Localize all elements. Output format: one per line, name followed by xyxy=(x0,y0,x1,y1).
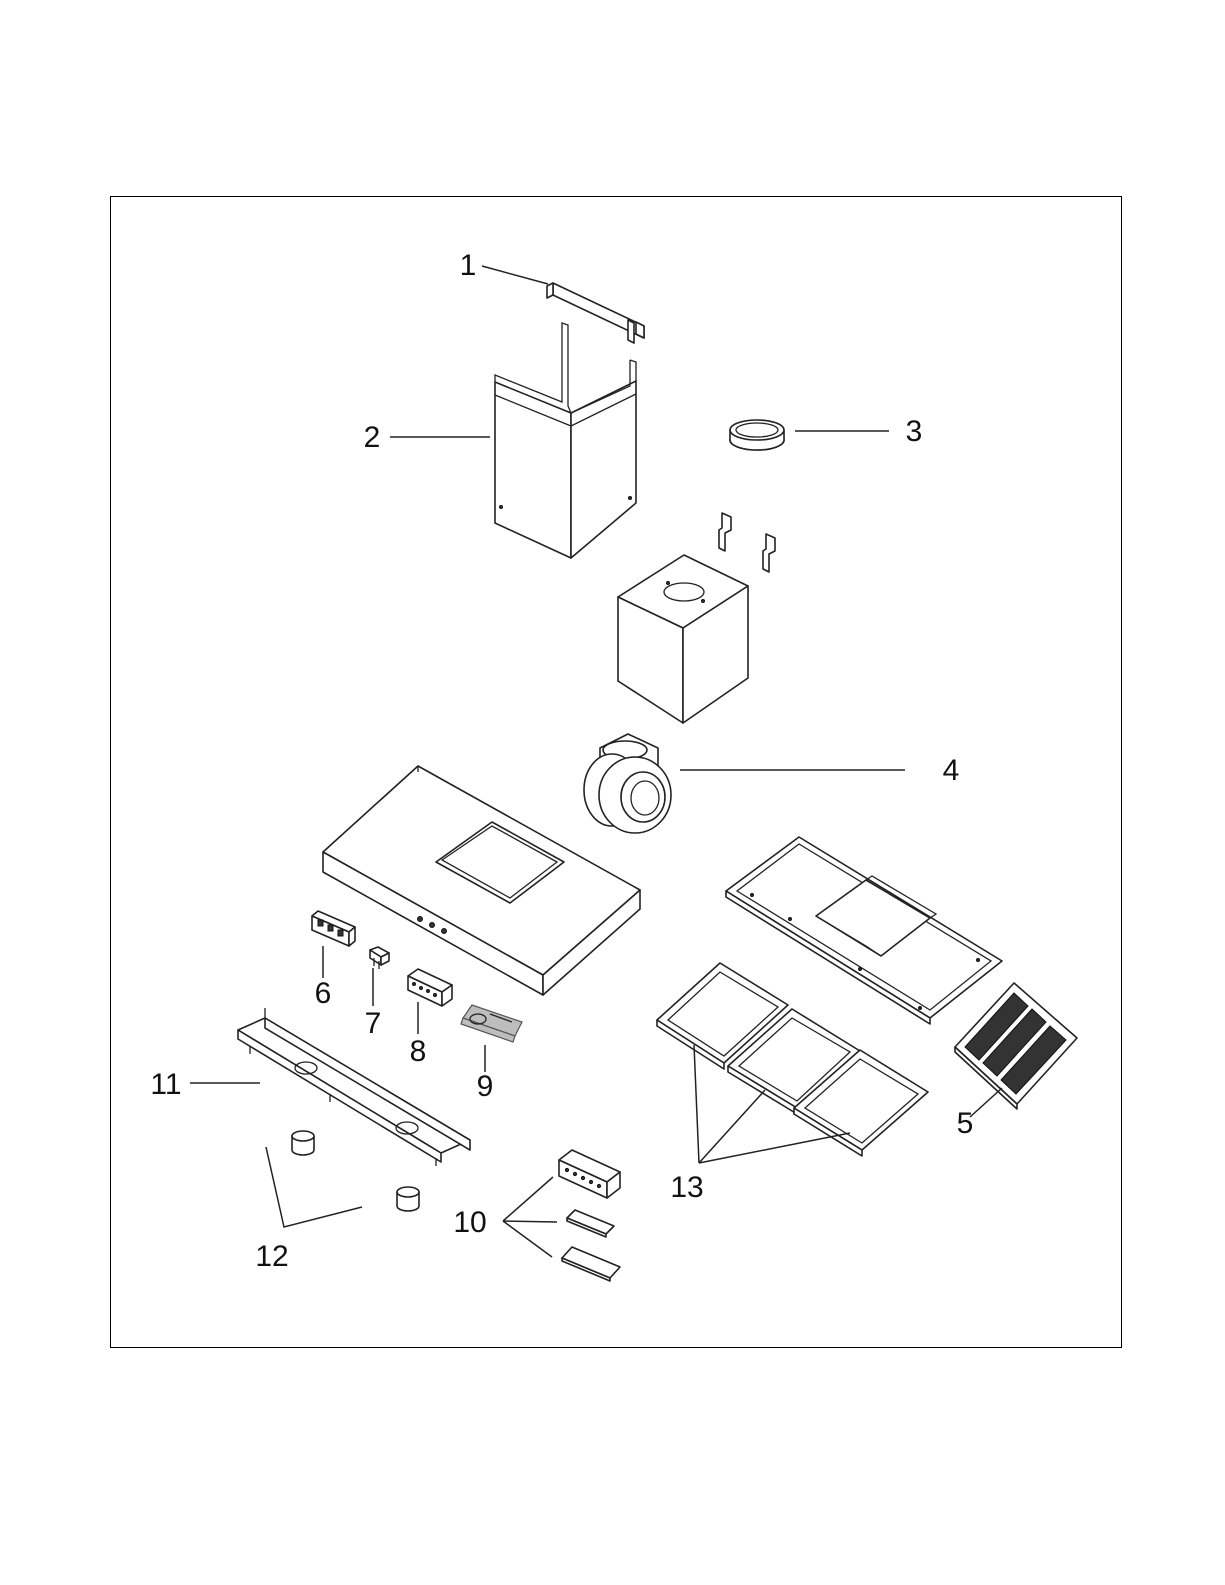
leader-line-1 xyxy=(482,266,548,284)
part-11-light-strip xyxy=(238,1008,470,1166)
motor-housing-box xyxy=(618,555,748,723)
callout-2: 2 xyxy=(364,421,381,454)
part-7-switch xyxy=(370,947,389,969)
callout-5: 5 xyxy=(957,1107,974,1140)
part-3-duct-collar xyxy=(730,420,784,450)
part-4-blower xyxy=(584,734,671,833)
callout-6: 6 xyxy=(315,977,332,1010)
part-9-light-module xyxy=(461,1005,522,1042)
part-12-light-caps xyxy=(292,1131,419,1211)
callout-1: 1 xyxy=(460,249,477,282)
part-2-chimney xyxy=(495,323,636,558)
callout-4: 4 xyxy=(943,754,960,787)
leader-line-12 xyxy=(266,1147,362,1227)
part-8-terminal-box xyxy=(408,969,452,1006)
part-5-charcoal-filter xyxy=(955,983,1077,1109)
callout-3: 3 xyxy=(906,415,923,448)
callout-13: 13 xyxy=(670,1171,703,1204)
callout-9: 9 xyxy=(477,1070,494,1103)
callout-12: 12 xyxy=(255,1240,288,1273)
mounting-brackets xyxy=(719,513,775,572)
callout-7: 7 xyxy=(365,1007,382,1040)
callout-11: 11 xyxy=(150,1068,181,1101)
callout-10: 10 xyxy=(453,1206,486,1239)
callout-8: 8 xyxy=(410,1035,427,1068)
leader-line-5 xyxy=(970,1088,1002,1117)
part-10-electrical-box xyxy=(559,1150,620,1281)
part-6-control-panel xyxy=(312,911,355,946)
leader-line-10 xyxy=(503,1177,557,1257)
